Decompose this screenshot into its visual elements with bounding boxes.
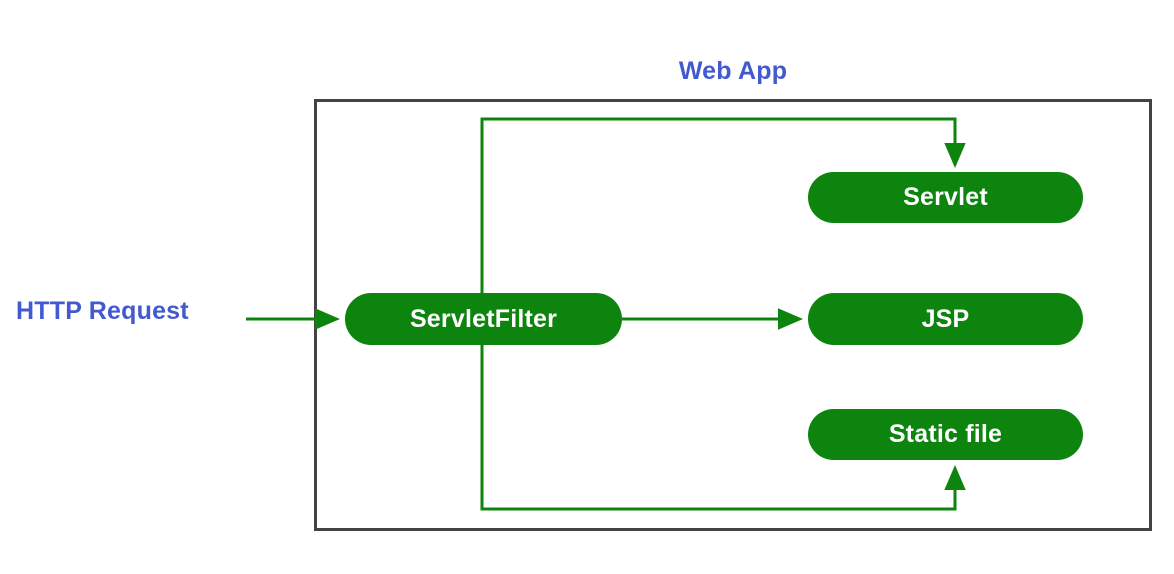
node-jsp[interactable]: JSP xyxy=(808,293,1083,345)
webapp-title: Web App xyxy=(678,57,788,85)
http-request-label: HTTP Request xyxy=(16,297,189,325)
node-staticfile[interactable]: Static file xyxy=(808,409,1083,460)
node-servlet[interactable]: Servlet xyxy=(808,172,1083,223)
node-servletfilter[interactable]: ServletFilter xyxy=(345,293,622,345)
